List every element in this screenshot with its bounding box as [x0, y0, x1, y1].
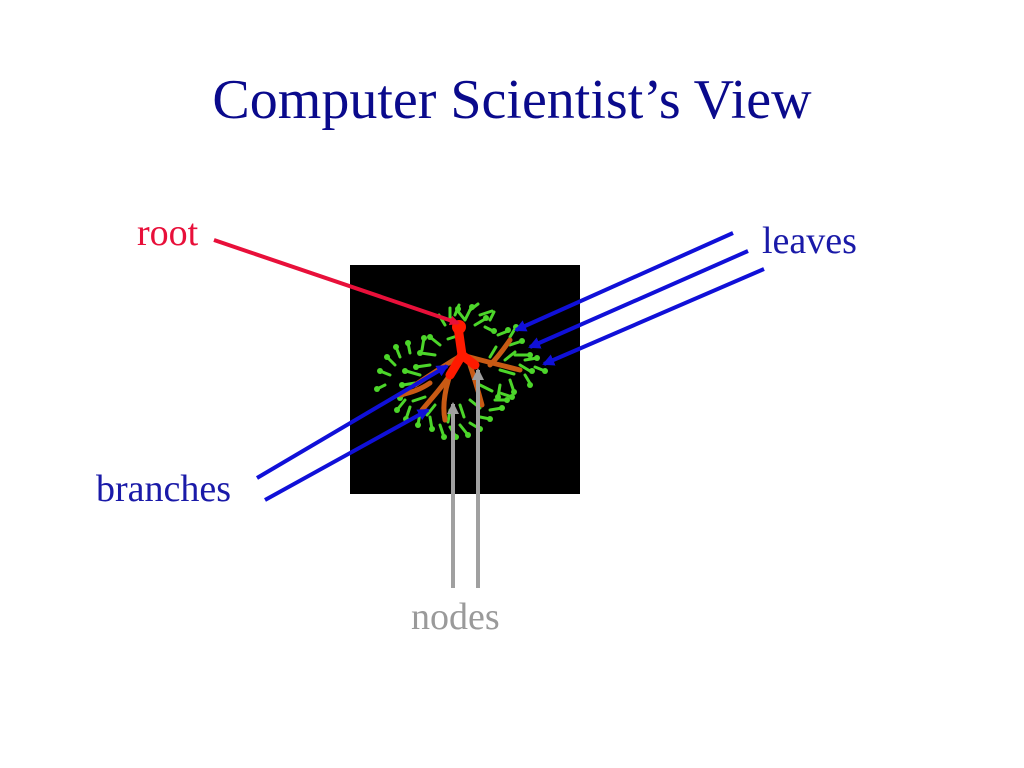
slide-title: Computer Scientist’s View: [212, 69, 812, 131]
tree-image: [350, 265, 580, 494]
root-label: root: [137, 212, 199, 254]
nodes-label: nodes: [411, 596, 500, 638]
leaves-label: leaves: [762, 220, 857, 262]
branches-label: branches: [96, 468, 232, 510]
tree-illustration: [374, 302, 548, 440]
tree-root-node: [452, 320, 466, 334]
